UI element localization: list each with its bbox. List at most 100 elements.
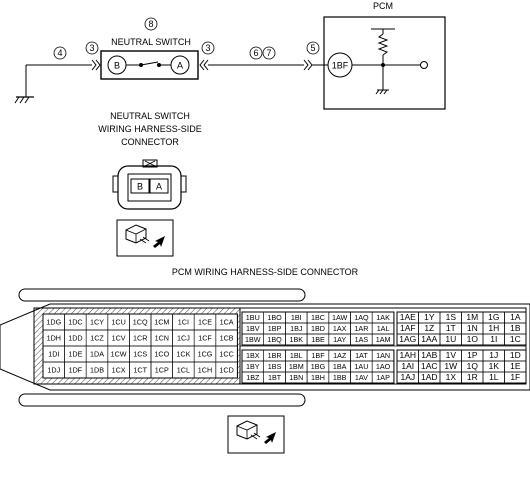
pin-label-1k: 1K <box>489 361 500 371</box>
connector-view-icon-2 <box>227 415 285 454</box>
pin-label-1g: 1G <box>488 312 499 322</box>
pin-cell <box>371 333 395 346</box>
pin-label-1av: 1AV <box>355 373 368 382</box>
callout-6: 6 <box>253 48 258 58</box>
pin-label-1bw: 1BW <box>245 335 261 344</box>
circuit-wiring <box>14 59 328 104</box>
pcm-box <box>323 16 446 110</box>
pin-label-1u: 1U <box>445 334 456 344</box>
pcm-label: PCM <box>373 1 393 11</box>
pin-label-1s: 1S <box>446 312 457 322</box>
pin-label-1cz: 1CZ <box>90 334 104 343</box>
callout-8: 8 <box>148 19 153 29</box>
switch-connector-pin-a-label: A <box>156 182 162 192</box>
pin-label-1cm: 1CM <box>154 318 169 327</box>
pin-label-1ae: 1AE <box>400 312 416 322</box>
pin-label-1cc: 1CC <box>219 350 233 359</box>
pin-label-1n: 1N <box>467 323 478 333</box>
pin-label-1o: 1O <box>467 334 479 344</box>
switch-terminal-a-label: A <box>177 61 183 71</box>
pin-label-1af: 1AF <box>400 323 416 333</box>
callout-3-right: 3 <box>205 43 210 53</box>
pin-label-1ce: 1CE <box>198 318 212 327</box>
pin-label-1dd: 1DD <box>68 334 82 343</box>
pin-label-1aq: 1AQ <box>354 313 369 322</box>
pin-label-1p: 1P <box>467 350 478 360</box>
pin-label-1x: 1X <box>446 372 457 382</box>
pin-label-1aa: 1AA <box>421 334 437 344</box>
pin-label-1cn: 1CN <box>155 334 169 343</box>
pin-label-1ai: 1AI <box>401 361 414 371</box>
pin-label-1bf: 1BF <box>311 351 325 360</box>
pin-label-1bi: 1BI <box>291 313 302 322</box>
pin-label-1ac: 1AC <box>421 361 438 371</box>
pin-label-1bu: 1BU <box>246 313 260 322</box>
pin-cell <box>504 333 527 346</box>
pin-label-1br: 1BR <box>268 351 282 360</box>
pin-label-1dc: 1DC <box>68 318 82 327</box>
pin-label-1df: 1DF <box>69 366 83 375</box>
pin-label-1w: 1W <box>444 361 457 371</box>
pin-label-1dg: 1DG <box>46 318 61 327</box>
pin-label-1t: 1T <box>446 323 456 333</box>
pcm-input-node <box>420 61 428 69</box>
pin-label-1dj: 1DJ <box>47 366 60 375</box>
switch-connector-pin-b <box>130 178 150 194</box>
pin-label-1be: 1BE <box>311 335 325 344</box>
pin-label-1bs: 1BS <box>268 362 282 371</box>
pin-label-1bt: 1BT <box>268 373 282 382</box>
pcm-connector-title: PCM WIRING HARNESS-SIDE CONNECTOR <box>172 267 359 277</box>
pin-label-1cs: 1CS <box>133 350 147 359</box>
callout-7: 7 <box>266 48 271 58</box>
pin-label-1bx: 1BX <box>246 351 260 360</box>
switch-connector-pin-a <box>149 178 169 194</box>
pin-label-1bc: 1BC <box>311 313 325 322</box>
callout-5: 5 <box>310 43 315 53</box>
switch-box <box>100 50 199 80</box>
pin-label-1di: 1DI <box>48 350 59 359</box>
pin-label-1ax: 1AX <box>333 324 347 333</box>
pin-label-1cx: 1CX <box>112 366 126 375</box>
pin-cell <box>371 371 395 384</box>
pin-label-1dh: 1DH <box>47 334 61 343</box>
pin-label-1v: 1V <box>446 350 457 360</box>
pin-label-1am: 1AM <box>376 335 391 344</box>
pin-label-1y: 1Y <box>424 312 435 322</box>
pin-label-1ct: 1CT <box>133 366 147 375</box>
pin-label-1ba: 1BA <box>333 362 347 371</box>
callout-4: 4 <box>57 48 62 58</box>
pcm-resistor <box>377 33 389 56</box>
pin-label-1al: 1AL <box>377 324 390 333</box>
pin-label-1co: 1CO <box>154 350 169 359</box>
pin-label-1cl: 1CL <box>177 366 190 375</box>
pin-label-1as: 1AS <box>355 335 369 344</box>
pin-label-1b: 1B <box>510 323 521 333</box>
pcm-terminal-label: 1BF <box>332 61 349 71</box>
pin-label-1bj: 1BJ <box>290 324 303 333</box>
pin-label-1ad: 1AD <box>421 372 438 382</box>
pin-label-1ab: 1AB <box>421 350 437 360</box>
pin-label-1aj: 1AJ <box>400 372 415 382</box>
pin-label-1cr: 1CR <box>133 334 147 343</box>
pin-label-1bq: 1BQ <box>267 335 282 344</box>
pin-label-1bn: 1BN <box>289 373 303 382</box>
pin-label-1bg: 1BG <box>311 362 326 371</box>
switch-terminal-b-label: B <box>114 61 120 71</box>
pin-label-1at: 1AT <box>355 351 368 360</box>
pin-label-1cp: 1CP <box>155 366 169 375</box>
pin-label-1cy: 1CY <box>90 318 104 327</box>
connector-view-icon <box>116 219 174 257</box>
pin-label-1aw: 1AW <box>332 313 348 322</box>
pin-label-1bk: 1BK <box>290 335 304 344</box>
pin-cell <box>504 371 527 384</box>
pin-label-1i: 1I <box>490 334 497 344</box>
switch-connector-title-line3: CONNECTOR <box>121 137 179 147</box>
switch-connector-title-line1: NEUTRAL SWITCH <box>110 111 190 121</box>
pin-label-1j: 1J <box>489 350 498 360</box>
pin-label-1cw: 1CW <box>111 350 127 359</box>
pin-label-1cv: 1CV <box>112 334 126 343</box>
pin-label-1ao: 1AO <box>376 362 391 371</box>
pin-label-1ch: 1CH <box>198 366 212 375</box>
pin-label-1bo: 1BO <box>267 313 282 322</box>
